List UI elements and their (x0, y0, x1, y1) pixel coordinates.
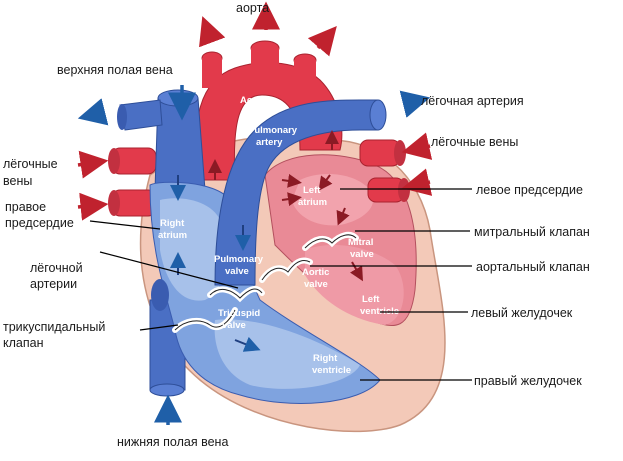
en-left-ventricle-2: ventricle (360, 306, 399, 317)
ru-mitral-valve: митральный клапан (474, 225, 590, 239)
en-pulmonary-valve-1: Pulmonary (214, 254, 264, 265)
en-left-atrium-2: atrium (298, 197, 327, 208)
ru-superior-vena-cava: верхняя полая вена (57, 63, 173, 77)
en-right-atrium-1: Right (160, 218, 185, 229)
en-mitral-valve-2: valve (350, 249, 374, 260)
ru-right-ventricle: правый желудочек (474, 374, 582, 388)
ru-tricuspid-valve-2: клапан (3, 336, 44, 350)
en-left-ventricle-1: Left (362, 294, 380, 305)
ru-left-ventricle: левый желудочек (471, 306, 573, 320)
ru-aortic-valve: аортальный клапан (476, 260, 590, 274)
en-tricuspid-valve-1: Tricuspid (218, 308, 260, 319)
en-pulmonary-artery-1: Pulmonary (248, 125, 298, 136)
en-aorta: Aorta (240, 95, 266, 106)
en-right-atrium-2: atrium (158, 230, 187, 241)
en-tricuspid-valve-2: valve (222, 320, 246, 331)
ru-pulmonary-veins-right: лёгочные вены (431, 135, 518, 149)
ru-left-atrium: левое предсердие (476, 183, 583, 197)
ru-pulmonary-valve-1: лёгочной (30, 261, 83, 275)
en-pulmonary-valve-2: valve (225, 266, 249, 277)
ru-inferior-vena-cava: нижняя полая вена (117, 435, 228, 449)
en-pulmonary-artery-2: artery (256, 137, 283, 148)
ru-pulmonary-veins-left-2: вены (3, 174, 32, 188)
ru-tricuspid-valve-1: трикуспидальный (3, 320, 105, 334)
ru-pulmonary-veins-left-1: лёгочные (3, 157, 58, 171)
ru-pulmonary-artery: лёгочная артерия (421, 94, 524, 108)
red-flow-arrows (77, 1, 433, 221)
ru-aorta: аорта (236, 1, 269, 15)
en-aortic-valve-1: Aortic (302, 267, 329, 278)
superior-vena-cava-vessel (154, 97, 206, 191)
ru-right-atrium-2: предсердие (5, 216, 74, 230)
en-mitral-valve-1: Mitral (348, 237, 373, 248)
ru-right-atrium-1: правое (5, 200, 46, 214)
ru-pulmonary-valve-2: артерии (30, 277, 77, 291)
en-right-ventricle-2: ventricle (312, 365, 351, 376)
blue-flow-arrows (77, 85, 431, 425)
en-left-atrium-1: Left (303, 185, 321, 196)
en-aortic-valve-2: valve (304, 279, 328, 290)
en-right-ventricle-1: Right (313, 353, 338, 364)
leader-lines (89, 188, 472, 381)
